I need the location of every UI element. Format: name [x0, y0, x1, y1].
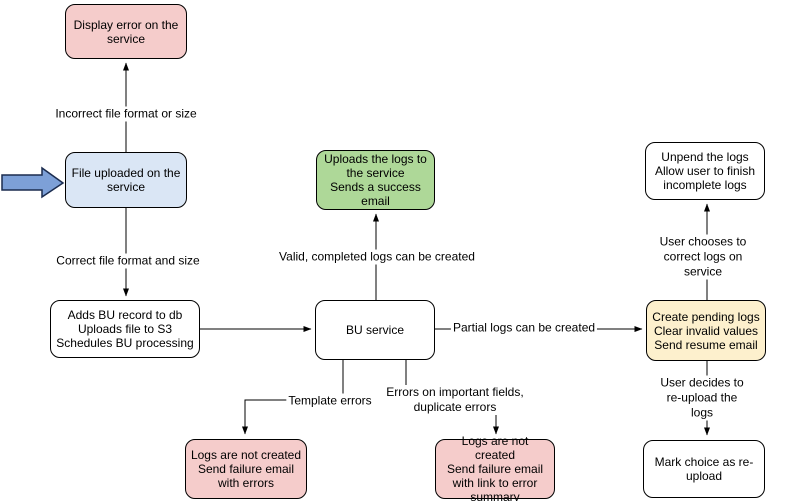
node-mark-choice-label: Mark choice as re- upload: [654, 455, 754, 483]
edge-label-important-fields: Errors on important fields, duplicate er…: [384, 385, 526, 415]
node-file-uploaded: File uploaded on the service: [65, 152, 187, 208]
node-adds-bu-record: Adds BU record to db Uploads file to S3 …: [50, 300, 200, 358]
node-create-pending: Create pending logs Clear invalid values…: [646, 300, 766, 361]
node-mark-choice: Mark choice as re- upload: [643, 440, 765, 498]
node-unpend-logs: Unpend the logs Allow user to finish inc…: [645, 142, 765, 200]
node-display-error-label: Display error on the service: [73, 17, 179, 46]
node-adds-bu-record-label: Adds BU record to db Uploads file to S3 …: [56, 308, 194, 350]
edge-label-template-errors: Template errors: [286, 393, 374, 409]
edge-label-user-reuploads: User decides to re-upload the logs: [652, 375, 752, 421]
node-create-pending-label: Create pending logs Clear invalid values…: [652, 309, 760, 352]
node-uploads-logs: Uploads the logs to the service Sends a …: [316, 150, 435, 210]
edge-label-partial-logs: Partial logs can be created: [450, 320, 598, 336]
node-logs-not-created-summary: Logs are not created Send failure email …: [435, 434, 555, 501]
node-file-uploaded-label: File uploaded on the service: [71, 166, 181, 194]
edge-label-correct-format: Correct file format and size: [54, 253, 202, 269]
node-bu-service: BU service: [315, 300, 435, 360]
edge-label-valid-completed: Valid, completed logs can be created: [277, 249, 477, 265]
node-bu-service-label: BU service: [345, 323, 404, 337]
edge-label-user-corrects: User chooses to correct logs on service: [654, 234, 752, 280]
edge-label-incorrect-format: Incorrect file format or size: [53, 106, 199, 122]
node-logs-not-created-errors: Logs are not created Send failure email …: [185, 439, 307, 499]
node-unpend-logs-label: Unpend the logs Allow user to finish inc…: [654, 150, 756, 192]
node-logs-not-created-summary-label: Logs are not created Send failure email …: [446, 434, 544, 501]
entry-arrow-icon: [1, 166, 65, 199]
node-logs-not-created-errors-label: Logs are not created Send failure email …: [190, 448, 302, 490]
node-display-error: Display error on the service: [65, 4, 187, 59]
node-uploads-logs-label: Uploads the logs to the service Sends a …: [324, 152, 427, 208]
